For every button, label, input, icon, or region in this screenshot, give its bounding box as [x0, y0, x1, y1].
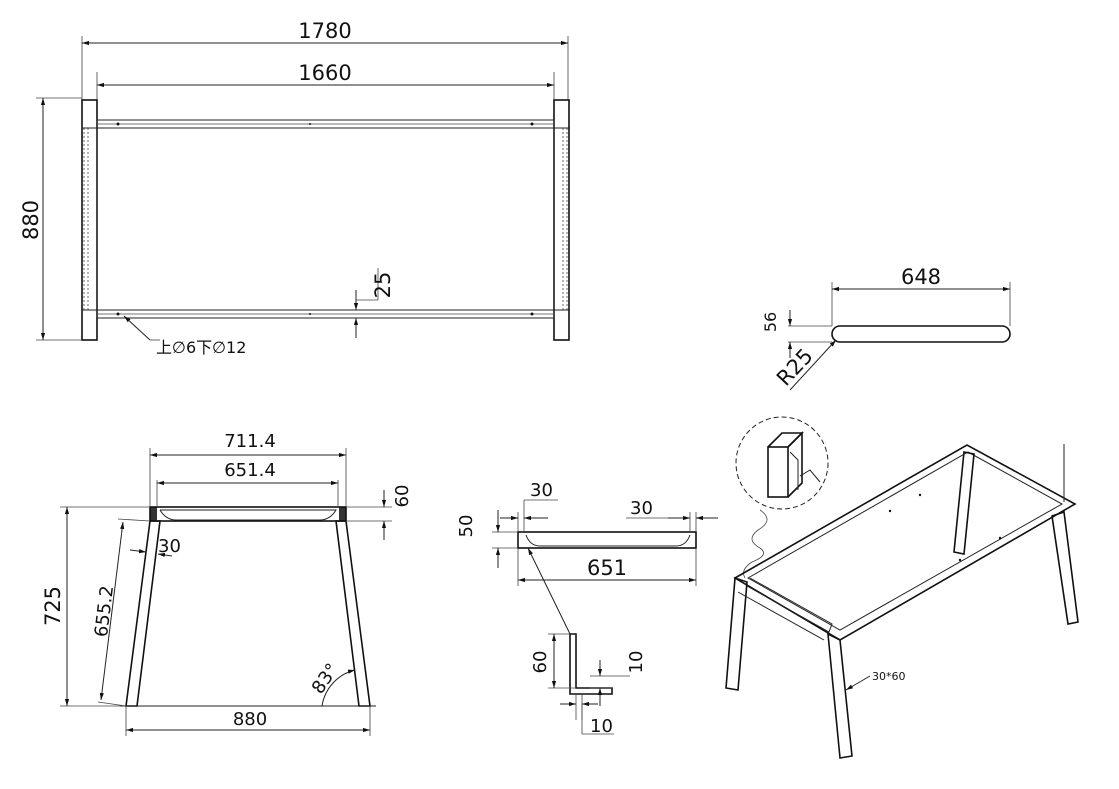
label-slot-radius: R25 — [772, 344, 818, 391]
label-leg-length: 655.2 — [91, 584, 118, 638]
label-profile-flange: 10 — [626, 651, 647, 674]
label-inner-length: 1660 — [298, 61, 351, 85]
label-tube-size: 30*60 — [872, 670, 906, 683]
label-angle: 83° — [308, 660, 344, 698]
label-rail-left-end: 30 — [530, 480, 553, 501]
label-leg-thickness: 30 — [158, 536, 181, 557]
profile-detail: 60 10 10 — [530, 633, 647, 737]
label-profile-wall: 10 — [590, 716, 613, 737]
rail-detail: 50 30 30 651 — [456, 480, 718, 635]
label-rail-height: 60 — [392, 485, 413, 508]
label-slot-height: 56 — [761, 312, 780, 332]
side-view: 711.4 651.4 60 30 655.2 725 — [41, 431, 413, 736]
top-view: 1780 1660 880 — [19, 19, 570, 357]
label-rail-length: 651 — [587, 556, 627, 580]
isometric-view: 30*60 — [725, 416, 1079, 759]
label-profile-height: 60 — [530, 651, 551, 674]
label-rail-offset: 25 — [371, 272, 395, 299]
label-slot-length: 648 — [901, 265, 941, 289]
label-overall-length: 1780 — [298, 19, 351, 43]
slot-detail: 648 56 R25 — [761, 265, 1011, 391]
label-inner-width: 651.4 — [224, 460, 276, 481]
dim-leg-length — [99, 521, 125, 701]
label-height: 725 — [41, 586, 65, 626]
label-overall-width: 880 — [19, 200, 43, 240]
label-rail-right-end: 30 — [630, 498, 653, 519]
label-hole-note: 上∅6下∅12 — [156, 338, 246, 357]
label-top-width: 711.4 — [224, 431, 276, 452]
label-bottom-width: 880 — [233, 709, 267, 730]
label-rail-detail-height: 50 — [456, 515, 477, 538]
